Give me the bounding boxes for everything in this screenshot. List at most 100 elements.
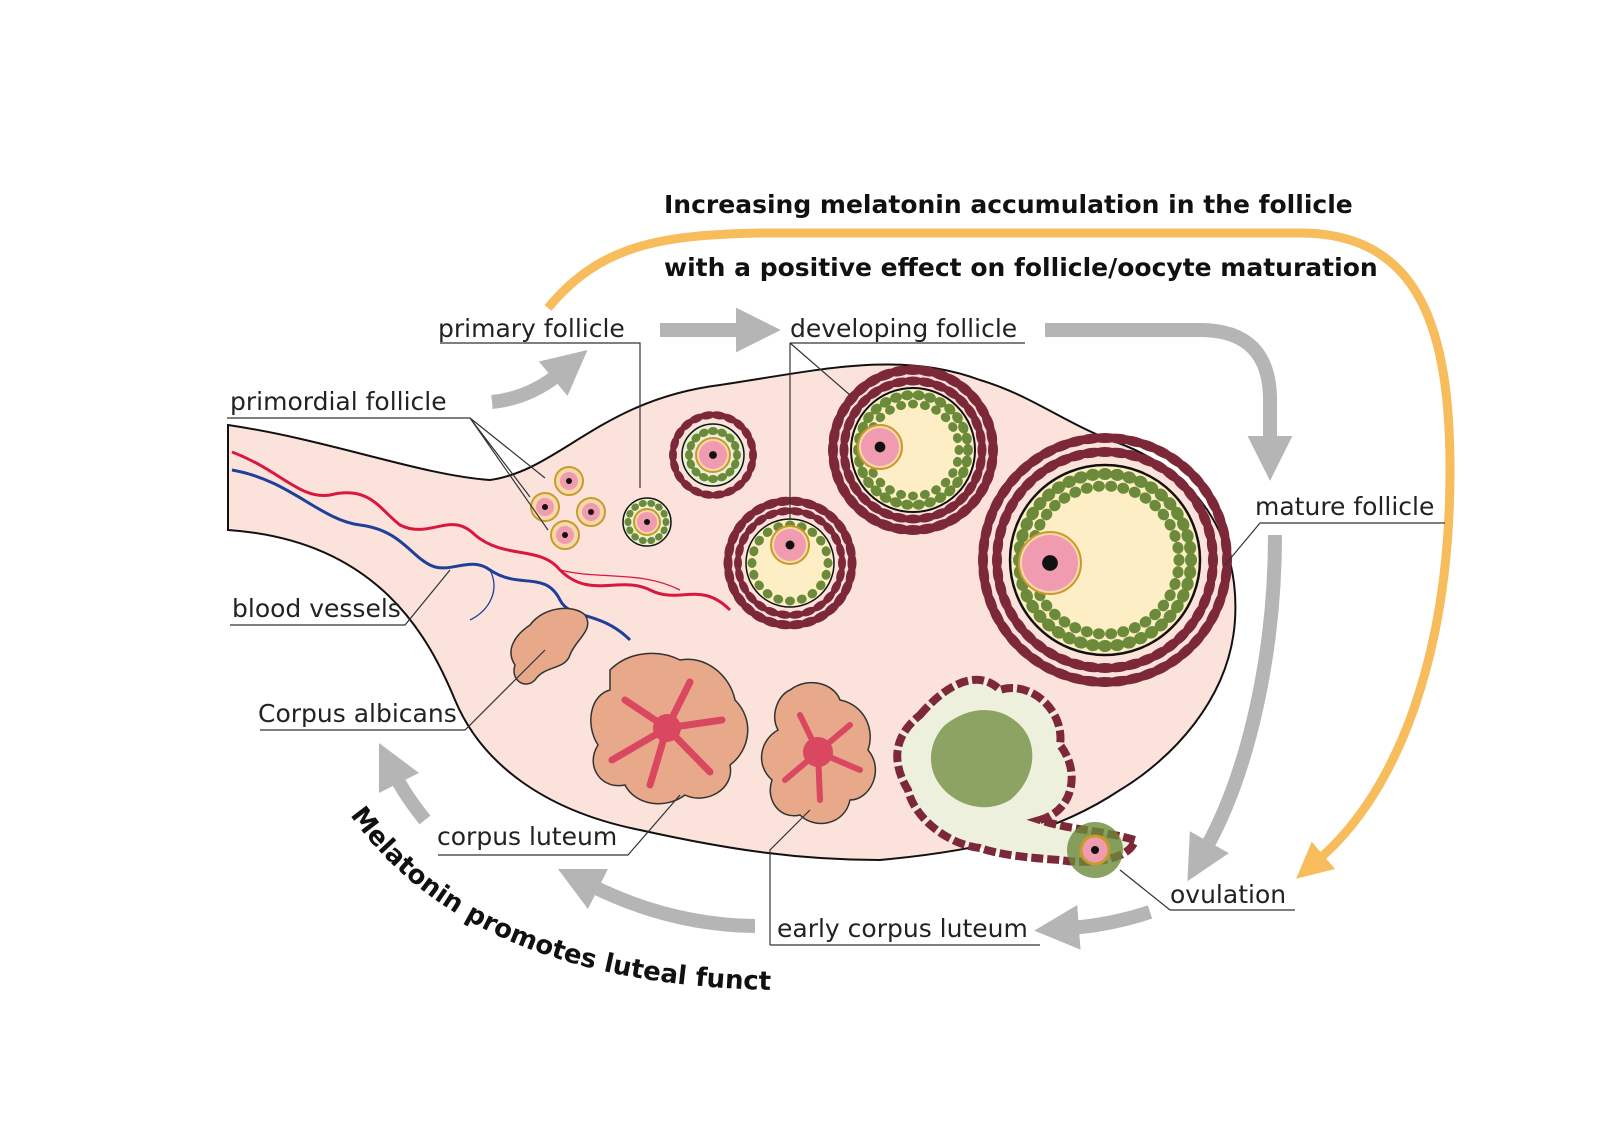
theca-cell — [669, 447, 677, 463]
granulosa-cell — [1172, 541, 1184, 554]
label-primordial-follicle: primordial follicle — [230, 387, 447, 416]
granulosa-cell — [1139, 616, 1152, 628]
granulosa-cell — [1144, 481, 1159, 494]
granulosa-cell — [1080, 626, 1093, 638]
granulosa-cell — [1049, 608, 1061, 621]
label-corpus-albicans: Corpus albicans — [258, 699, 457, 728]
granulosa-cell — [1058, 616, 1071, 628]
granulosa-cell — [940, 412, 951, 423]
granulosa-cell — [1181, 528, 1194, 543]
granulosa-cell — [660, 509, 668, 518]
granulosa-cell — [954, 445, 964, 455]
granulosa-cell — [717, 473, 728, 482]
granulosa-cell — [958, 466, 969, 479]
granulosa-cell — [1128, 486, 1141, 498]
granulosa-cell — [890, 392, 902, 403]
granulosa-cell — [1110, 468, 1125, 481]
oocyte-nucleus — [562, 532, 568, 538]
granulosa-cell — [885, 405, 895, 415]
label-developing-follicle: developing follicle — [790, 314, 1017, 343]
granulosa-cell — [961, 432, 972, 445]
granulosa-cell — [1154, 488, 1168, 502]
header-line-1: Increasing melatonin accumulation in the… — [664, 190, 1353, 219]
granulosa-cell — [655, 533, 663, 541]
granulosa-cell — [762, 589, 773, 599]
granulosa-cell — [785, 596, 795, 606]
granulosa-cell — [1033, 497, 1047, 511]
granulosa-cell — [1062, 632, 1077, 645]
granulosa-cell — [1062, 475, 1077, 488]
granulosa-cell — [1139, 492, 1152, 504]
granulosa-cell — [624, 518, 632, 526]
granulosa-cell — [952, 411, 963, 424]
arrow-early-to-corpus-luteum — [557, 868, 756, 933]
arrow-ovulation-to-early-corpus — [1034, 904, 1153, 950]
granulosa-cell — [1026, 599, 1039, 614]
theca-cell — [744, 590, 758, 605]
granulosa-cell — [725, 467, 735, 477]
theca-cell — [836, 542, 845, 559]
theca-cell — [763, 606, 780, 617]
theca-cell — [788, 507, 805, 516]
granulosa-cell — [1181, 577, 1194, 592]
granulosa-cell — [773, 594, 784, 604]
granulosa-cell — [1073, 471, 1088, 484]
granulosa-cell — [890, 497, 902, 508]
arrow-corpus-luteum-to-albicans — [378, 742, 431, 825]
granulosa-cell — [1185, 553, 1197, 567]
granulosa-cell — [1016, 528, 1029, 543]
granulosa-cell — [717, 428, 728, 437]
granulosa-cell — [1171, 506, 1184, 521]
granulosa-cell — [1040, 599, 1053, 612]
label-corpus-luteum: corpus luteum — [437, 822, 617, 851]
granulosa-cell — [1105, 480, 1118, 492]
arrow-mature-to-ovulation — [1187, 534, 1282, 882]
follicles-group — [530, 365, 1232, 687]
granulosa-cell — [1177, 517, 1190, 532]
granulosa-cell — [1184, 565, 1197, 580]
granulosa-cell — [1184, 540, 1197, 555]
theca-cell — [986, 424, 998, 448]
granulosa-cell — [1173, 554, 1185, 566]
theca-cell — [830, 531, 842, 547]
granulosa-cell — [686, 459, 695, 470]
granulosa-cell — [731, 459, 740, 470]
granulosa-cell — [1171, 599, 1184, 614]
granulosa-cell — [638, 536, 647, 545]
granulosa-cell — [879, 397, 892, 408]
granulosa-cell — [1026, 506, 1039, 521]
granulosa-cell — [1164, 518, 1176, 531]
granulosa-cell — [1085, 639, 1100, 652]
granulosa-cell — [1092, 480, 1105, 492]
granulosa-cell — [948, 422, 958, 432]
granulosa-cell — [1163, 609, 1177, 623]
granulosa-cell — [952, 476, 963, 489]
granulosa-cell — [885, 485, 895, 495]
granulosa-cell — [1034, 518, 1046, 531]
granulosa-cell — [662, 518, 670, 526]
granulosa-cell — [1051, 481, 1066, 494]
mature-follicle — [1008, 463, 1202, 657]
vein-branch — [469, 569, 495, 621]
granulosa-cell — [1169, 530, 1181, 542]
granulosa-cell — [931, 405, 941, 415]
corpus-luteum-shape — [590, 652, 749, 805]
granulosa-cell — [821, 569, 831, 580]
granulosa-cell — [631, 503, 639, 511]
granulosa-cell — [870, 403, 882, 415]
theca-cell — [812, 600, 827, 612]
granulosa-cell — [691, 467, 701, 477]
granulosa-cell — [749, 546, 759, 557]
granulosa-cell — [944, 485, 956, 497]
granulosa-cell — [952, 433, 962, 444]
granulosa-cell — [857, 466, 868, 479]
theca-cell — [788, 610, 805, 619]
granulosa-cell — [691, 433, 701, 443]
granulosa-cell — [655, 503, 663, 511]
granulosa-cell — [908, 399, 918, 409]
granulosa-cell — [1069, 622, 1082, 634]
granulosa-cell — [1163, 497, 1177, 511]
arrow-primordial-to-primary — [491, 350, 588, 409]
granulosa-cell — [934, 397, 947, 408]
